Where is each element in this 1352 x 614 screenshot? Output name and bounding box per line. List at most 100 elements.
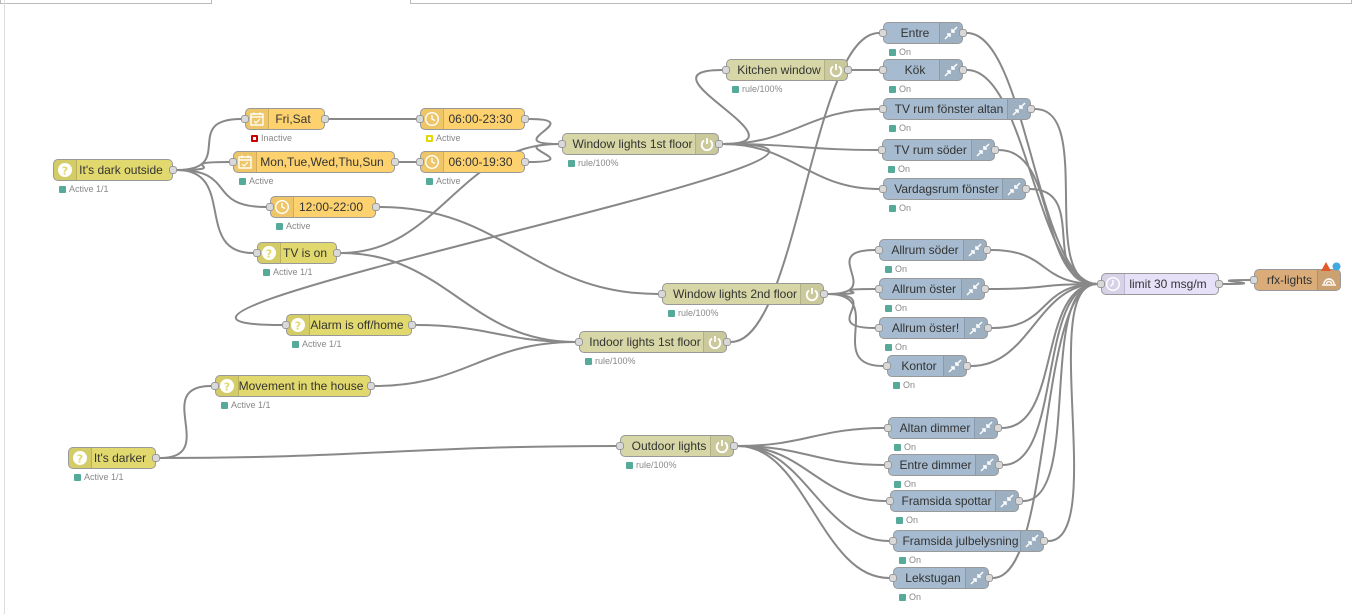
output-port[interactable]: [820, 290, 828, 298]
wire-its-dark-outside-to-t-1200-2200[interactable]: [176, 169, 267, 208]
output-port[interactable]: [991, 146, 999, 154]
node-tv-is-on[interactable]: ? TV is on: [253, 242, 341, 264]
node-window-2nd[interactable]: Window lights 2nd floor: [658, 283, 828, 305]
node-entre-dimmer[interactable]: Entre dimmer: [884, 454, 1003, 476]
wire-lekstugan-to-limit[interactable]: [992, 283, 1098, 579]
node-altan-dimmer[interactable]: Altan dimmer: [884, 417, 1002, 439]
node-tv-soder[interactable]: TV rum söder: [878, 139, 999, 161]
wire-outdoor-to-framsida-spottar[interactable]: [737, 445, 887, 502]
wire-outdoor-to-framsida-jul[interactable]: [737, 445, 890, 542]
wire-window-2nd-to-allrum-oster[interactable]: [827, 288, 876, 295]
wire-window-1st-to-tv-altan[interactable]: [722, 108, 880, 145]
input-port[interactable]: [879, 29, 887, 37]
node-tv-altan[interactable]: TV rum fönster altan: [879, 98, 1035, 120]
input-port[interactable]: [658, 290, 666, 298]
wire-tv-is-on-to-window-1st[interactable]: [340, 143, 559, 254]
output-port[interactable]: [985, 574, 993, 582]
output-port[interactable]: [521, 158, 529, 166]
input-port[interactable]: [616, 442, 624, 450]
node-lekstugan[interactable]: Lekstugan: [889, 567, 993, 589]
output-port[interactable]: [963, 362, 971, 370]
input-port[interactable]: [875, 246, 883, 254]
wire-tv-soder-to-limit[interactable]: [998, 149, 1098, 285]
output-port[interactable]: [521, 115, 529, 123]
wire-indoor-1st-to-entre[interactable]: [730, 32, 880, 343]
input-port[interactable]: [879, 66, 887, 74]
input-port[interactable]: [416, 115, 424, 123]
node-kok[interactable]: Kök: [879, 59, 967, 81]
output-port[interactable]: [408, 321, 416, 329]
node-vardagsrum[interactable]: Vardagsrum fönster: [879, 178, 1030, 200]
wire-window-1st-to-alarm-off[interactable]: [234, 143, 771, 326]
input-port[interactable]: [266, 203, 274, 211]
wire-limit-to-rfx[interactable]: [1222, 279, 1251, 285]
node-window-1st[interactable]: Window lights 1st floor: [558, 133, 723, 155]
input-port[interactable]: [229, 158, 237, 166]
input-port[interactable]: [889, 574, 897, 582]
wire-window-2nd-to-allrum-oster2[interactable]: [827, 293, 876, 329]
input-port[interactable]: [282, 321, 290, 329]
wire-kontor-to-limit[interactable]: [970, 283, 1098, 367]
input-port[interactable]: [889, 537, 897, 545]
wire-altan-dimmer-to-limit[interactable]: [1001, 283, 1098, 429]
wire-t-1200-2200-to-window-2nd[interactable]: [379, 206, 659, 295]
output-port[interactable]: [959, 66, 967, 74]
output-port[interactable]: [959, 29, 967, 37]
node-kitchen-window[interactable]: Kitchen window: [722, 59, 852, 81]
node-entre[interactable]: Entre: [879, 22, 967, 44]
input-port[interactable]: [884, 424, 892, 432]
output-port[interactable]: [391, 158, 399, 166]
input-port[interactable]: [886, 497, 894, 505]
wire-entre-dimmer-to-limit[interactable]: [1002, 283, 1098, 466]
node-alarm-off[interactable]: ? Alarm is off/home: [282, 314, 416, 336]
input-port[interactable]: [879, 185, 887, 193]
wire-tv-is-on-to-indoor-1st[interactable]: [340, 252, 576, 343]
node-allrum-soder[interactable]: Allrum söder: [875, 239, 991, 261]
input-port[interactable]: [211, 382, 219, 390]
output-port[interactable]: [983, 246, 991, 254]
wire-outdoor-to-altan-dimmer[interactable]: [737, 427, 885, 447]
node-limit[interactable]: limit 30 msg/m: [1097, 273, 1223, 295]
output-port[interactable]: [995, 461, 1003, 469]
node-fri-sat[interactable]: Fri,Sat: [241, 108, 329, 130]
output-port[interactable]: [1215, 280, 1223, 288]
wire-window-1st-to-vardagsrum[interactable]: [722, 143, 880, 190]
node-t-1200-2200[interactable]: 12:00-22:00: [266, 196, 380, 218]
wire-its-dark-outside-to-tv-is-on[interactable]: [176, 169, 254, 254]
node-outdoor[interactable]: Outdoor lights: [616, 435, 738, 457]
output-port[interactable]: [981, 285, 989, 293]
input-port[interactable]: [883, 362, 891, 370]
input-port[interactable]: [884, 461, 892, 469]
wire-its-darker-to-outdoor[interactable]: [159, 445, 617, 459]
wire-allrum-oster-to-limit[interactable]: [988, 283, 1098, 290]
wire-vardagsrum-to-limit[interactable]: [1029, 188, 1098, 285]
input-port[interactable]: [878, 146, 886, 154]
output-port[interactable]: [169, 166, 177, 174]
output-port[interactable]: [333, 249, 341, 257]
wire-t-0600-2330-to-window-1st[interactable]: [528, 118, 559, 145]
input-port[interactable]: [722, 66, 730, 74]
input-port[interactable]: [879, 105, 887, 113]
node-framsida-spottar[interactable]: Framsida spottar: [886, 490, 1023, 512]
node-t-0600-1930[interactable]: 06:00-19:30: [416, 151, 529, 173]
input-port[interactable]: [241, 115, 249, 123]
output-port[interactable]: [730, 442, 738, 450]
wire-allrum-soder-to-limit[interactable]: [990, 249, 1098, 285]
wire-window-2nd-to-allrum-soder[interactable]: [827, 249, 876, 295]
input-port[interactable]: [875, 285, 883, 293]
node-t-0600-2330[interactable]: 06:00-23:30: [416, 108, 529, 130]
node-allrum-oster2[interactable]: Allrum öster!: [875, 317, 992, 339]
output-port[interactable]: [1027, 105, 1035, 113]
wire-alarm-off-to-indoor-1st[interactable]: [415, 324, 576, 343]
input-port[interactable]: [875, 324, 883, 332]
node-its-dark-outside[interactable]: ? It's dark outside: [53, 159, 177, 181]
wire-window-1st-to-kitchen-window[interactable]: [695, 69, 750, 145]
input-port[interactable]: [1097, 280, 1105, 288]
node-its-darker[interactable]: ? It's darker: [68, 447, 160, 469]
wire-its-dark-outside-to-mon-sun[interactable]: [176, 161, 230, 171]
wire-window-2nd-to-kontor[interactable]: [827, 293, 884, 367]
wire-kok-to-limit[interactable]: [966, 69, 1098, 285]
output-port[interactable]: [844, 66, 852, 74]
output-port[interactable]: [152, 454, 160, 462]
